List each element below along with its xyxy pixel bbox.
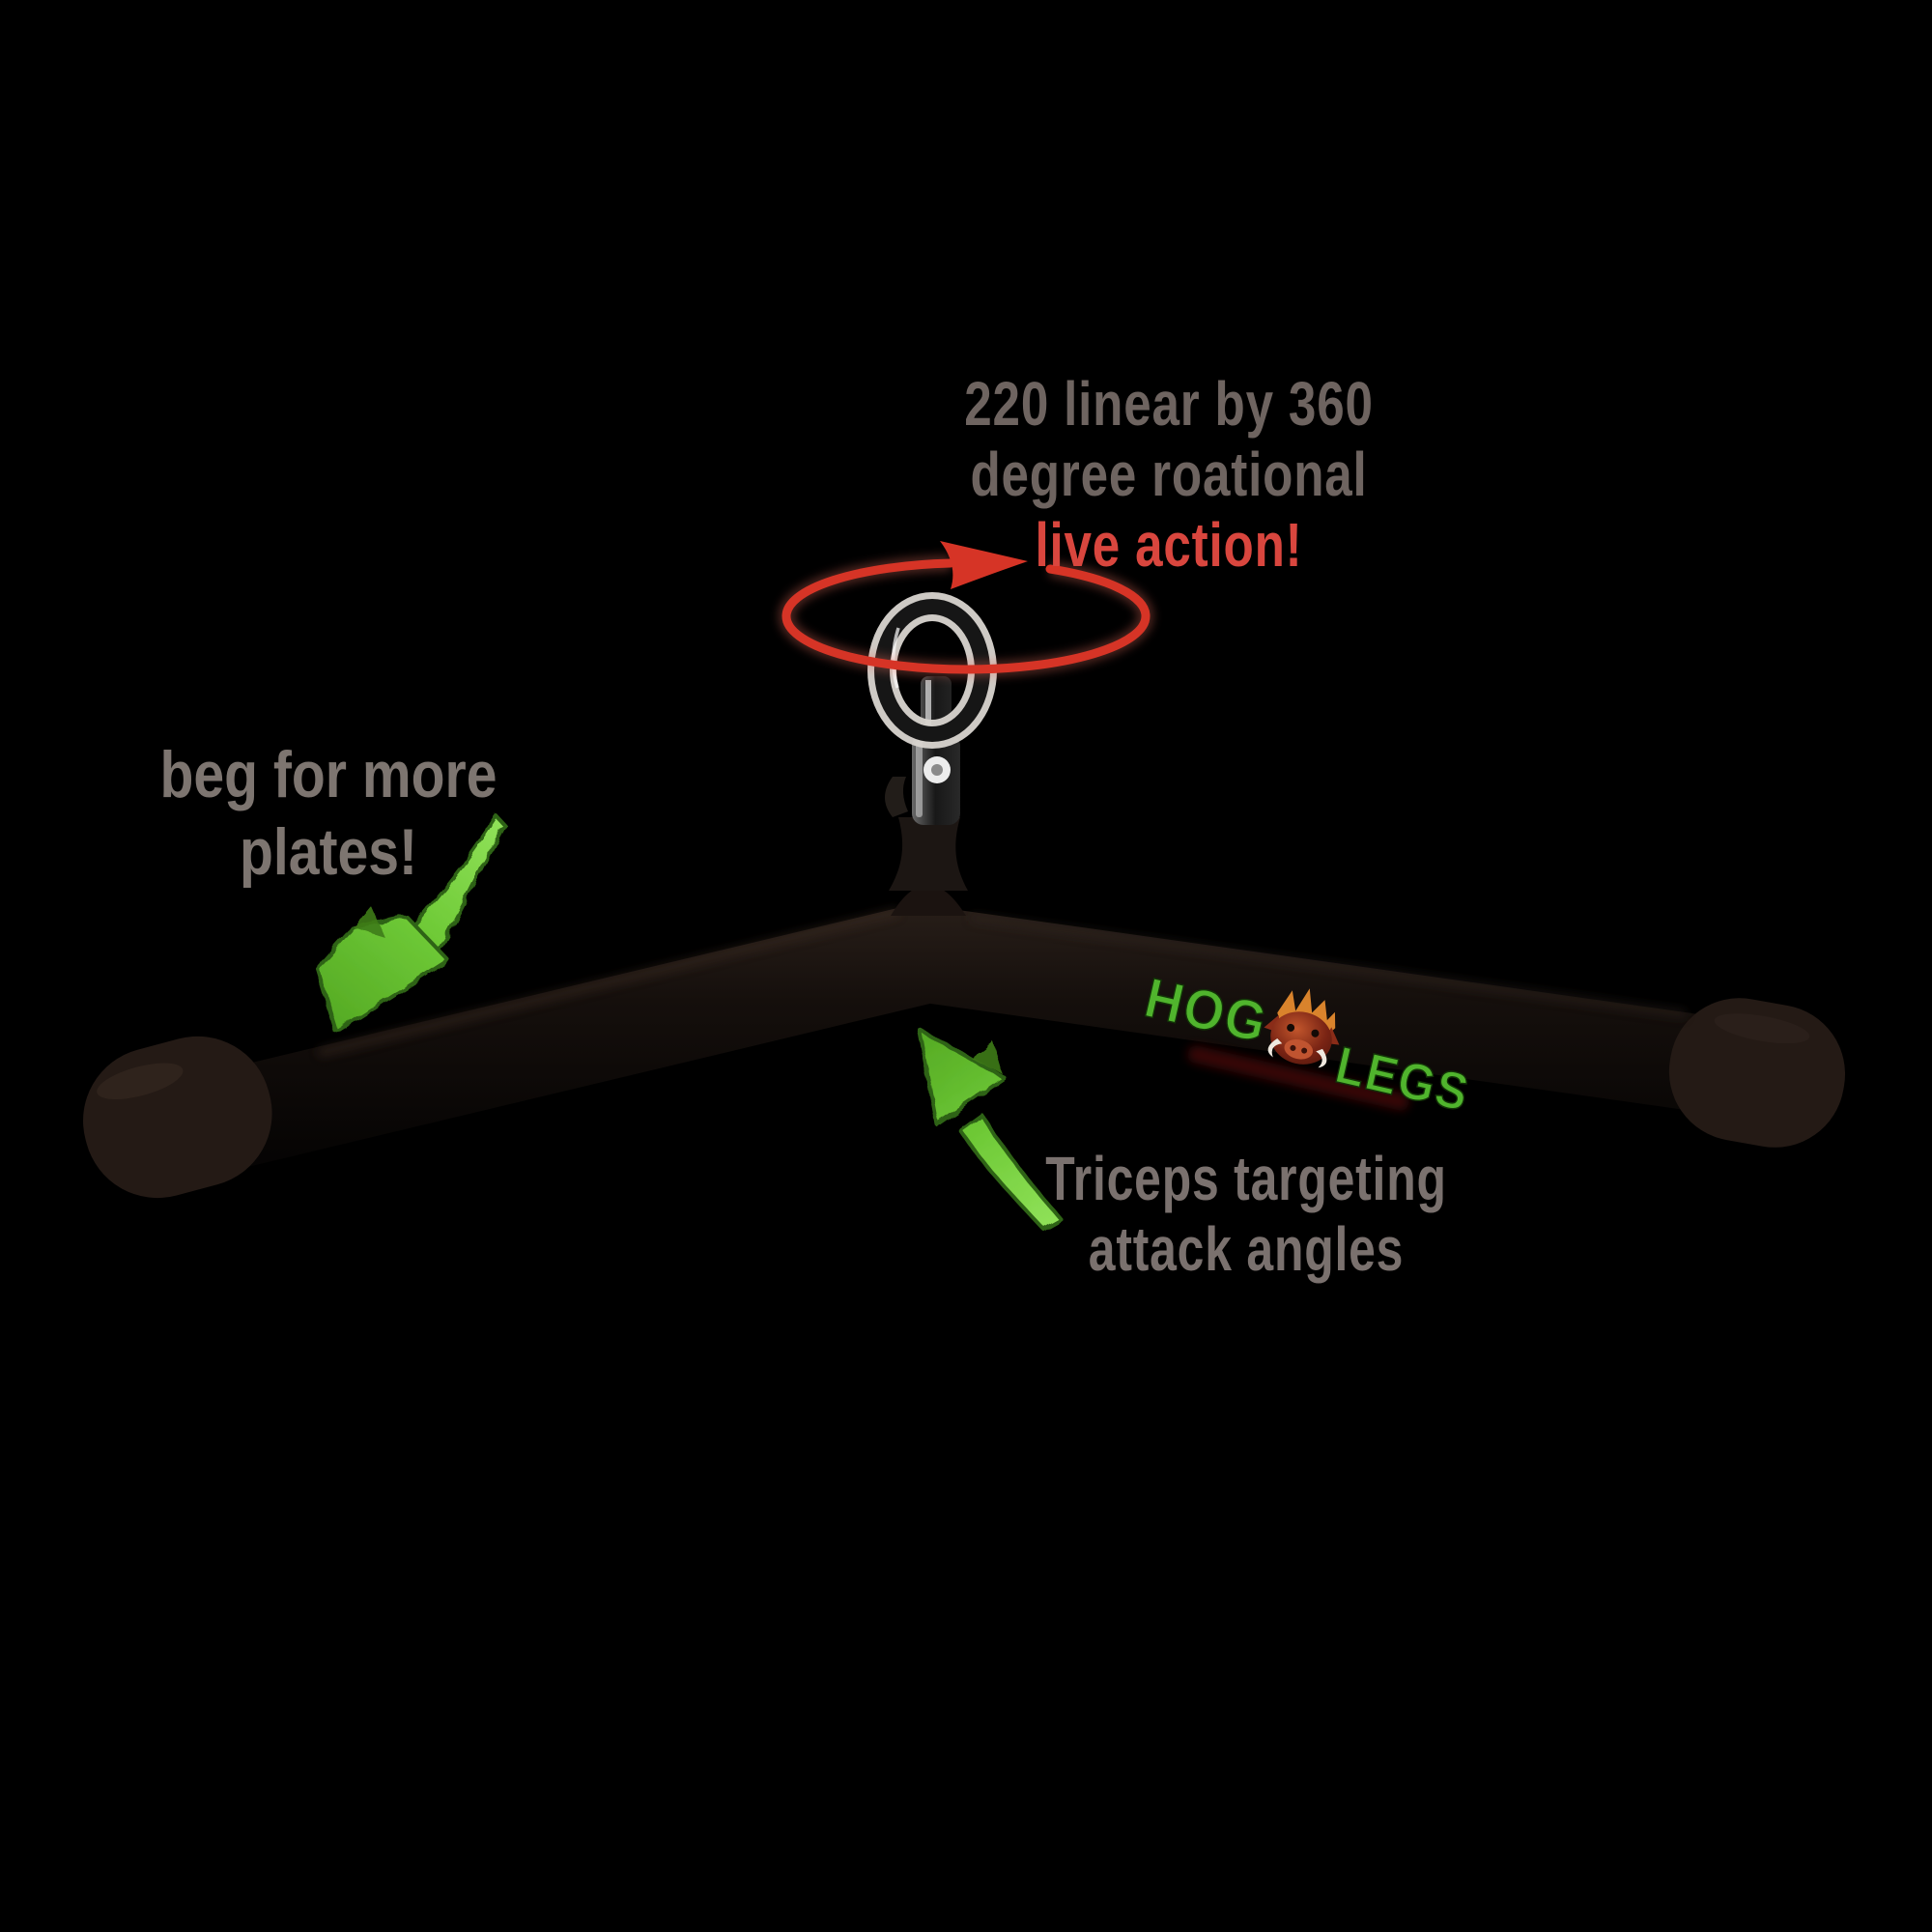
bar-end-cap-right bbox=[1668, 998, 1846, 1148]
rotation-arrow-ellipse bbox=[781, 558, 1151, 674]
triceps-arrow-tail bbox=[958, 1113, 1063, 1231]
hog-head-nostril-left bbox=[1290, 1044, 1296, 1051]
bar-center-boss bbox=[891, 885, 966, 916]
hog-head-snout bbox=[1284, 1038, 1314, 1060]
hog-head-eye-right bbox=[1311, 1029, 1320, 1037]
swivel-pin-center bbox=[931, 764, 943, 776]
bar-left-arm bbox=[191, 904, 970, 1167]
hog-head-tusk-right bbox=[1316, 1048, 1327, 1068]
swivel-hook-icon bbox=[867, 592, 997, 891]
triceps-annotation-line1: Triceps targeting bbox=[1045, 1144, 1447, 1213]
triceps-annotation: Triceps targeting attack angles bbox=[982, 1144, 1510, 1285]
hog-head-nostril-right bbox=[1301, 1047, 1308, 1054]
plates-arrow-icon bbox=[315, 814, 506, 1034]
plates-arrow-notch bbox=[354, 906, 384, 937]
hog-head-icon bbox=[1264, 988, 1340, 1068]
rotation-arrowhead bbox=[940, 541, 1028, 589]
rotation-annotation-line2: degree roational bbox=[970, 440, 1368, 509]
rotation-annotation-emphasis: live action! bbox=[1035, 510, 1303, 580]
hog-head-eye-left bbox=[1287, 1023, 1295, 1032]
bar-highlight-left bbox=[317, 907, 900, 1058]
hog-head-tusk-left bbox=[1267, 1038, 1283, 1058]
swivel-shank-highlight bbox=[925, 680, 931, 736]
bar-right-arm bbox=[879, 906, 1785, 1117]
swivel-clevis-highlight bbox=[916, 740, 923, 817]
rotation-arrow-icon bbox=[778, 541, 1153, 678]
plates-annotation: beg for more plates! bbox=[126, 736, 531, 891]
triceps-arrow-notch bbox=[972, 1041, 1003, 1074]
bar-highlight-right bbox=[970, 914, 1687, 1018]
swivel-flare bbox=[889, 817, 968, 891]
plates-annotation-line2: plates! bbox=[239, 815, 418, 889]
triceps-arrow-head bbox=[918, 1028, 1007, 1126]
triceps-annotation-line2: attack angles bbox=[1088, 1214, 1405, 1284]
rotation-annotation: 220 linear by 360 degree roational live … bbox=[875, 369, 1463, 581]
triceps-arrow-icon bbox=[918, 1028, 1063, 1231]
bar-end-cap-left bbox=[83, 1036, 272, 1199]
rotation-annotation-line1: 220 linear by 360 bbox=[964, 369, 1374, 439]
tricep-v-bar bbox=[83, 885, 1846, 1199]
plates-annotation-line1: beg for more bbox=[159, 738, 497, 811]
faint-tagline-smudge bbox=[1187, 1045, 1409, 1111]
swivel-side-ear bbox=[885, 777, 908, 817]
